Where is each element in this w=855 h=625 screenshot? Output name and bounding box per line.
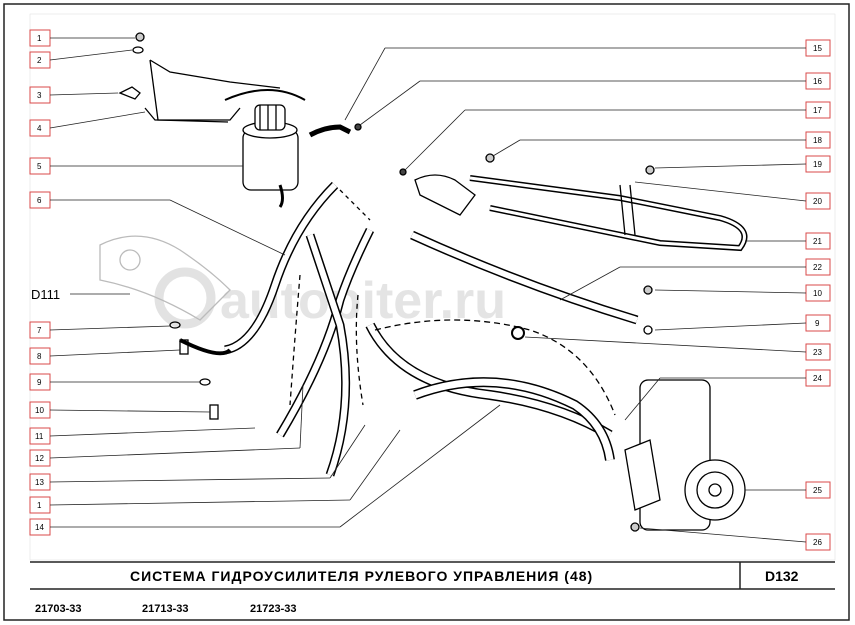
diagram-code: D132	[765, 568, 799, 584]
right-callouts: 15 16 17 18 19 20	[344, 39, 831, 551]
callout-right: 22	[559, 258, 831, 301]
arrow-dash-1	[289, 274, 301, 406]
callout-label: 2	[37, 56, 42, 65]
callout-left: 6	[29, 191, 286, 256]
callout-label: 1	[37, 501, 42, 510]
bracket-base	[144, 107, 241, 121]
callout-label: 24	[813, 374, 822, 383]
callout-label: 19	[813, 160, 822, 169]
callout-left: 9	[29, 373, 200, 391]
callout-right: 17	[404, 101, 831, 171]
callout-label: 8	[37, 352, 42, 361]
nut-part-26	[630, 522, 640, 532]
steering-gear-ghost	[99, 235, 231, 321]
callout-label: 17	[813, 106, 822, 115]
callout-right: 16	[359, 72, 831, 126]
nut-part-16	[354, 123, 362, 131]
reservoir-part-5	[242, 104, 299, 208]
callout-label: 15	[813, 44, 822, 53]
callout-left: 5	[29, 157, 243, 175]
nut-part-1	[135, 32, 145, 42]
diagram-title: СИСТЕМА ГИДРОУСИЛИТЕЛЯ РУЛЕВОГО УПРАВЛЕН…	[130, 568, 593, 584]
callout-left: 10	[29, 401, 211, 419]
callout-left: 8	[29, 347, 181, 365]
arrow-dash-4	[339, 189, 371, 221]
callout-left: 4	[29, 111, 146, 137]
callout-label: 10	[35, 406, 44, 415]
callout-left: 1	[29, 29, 135, 47]
callout-label: 11	[35, 432, 44, 441]
callout-right: 9	[654, 314, 831, 332]
arrow-dash-2	[355, 294, 364, 406]
fitting-part-11	[179, 338, 232, 356]
callout-label: 13	[35, 478, 44, 487]
callout-right: 24	[624, 369, 831, 421]
callout-label: 6	[37, 196, 42, 205]
left-callouts: 1 2 3 4 5 6 7	[29, 29, 501, 536]
callout-right: 20	[634, 181, 831, 210]
callout-label: 4	[37, 124, 42, 133]
callout-label: 23	[813, 348, 822, 357]
callout-label: 25	[813, 486, 822, 495]
callout-label: 16	[813, 77, 822, 86]
bolt-part-19	[645, 165, 655, 175]
callout-right: 21	[745, 232, 831, 250]
callout-label: 7	[37, 326, 42, 335]
model-code: 21713-33	[142, 603, 189, 615]
callout-label: 1	[37, 34, 42, 43]
bolt-part-10-right	[643, 285, 653, 295]
callout-left: 7	[29, 321, 171, 339]
callout-right: 26	[639, 527, 831, 551]
nut-part-17	[399, 168, 407, 176]
side-label: D111	[31, 287, 60, 302]
callout-label: 9	[815, 319, 820, 328]
callout-left: 3	[29, 86, 119, 104]
callout-label: 10	[813, 289, 822, 298]
callout-label: 18	[813, 136, 822, 145]
callout-label: 3	[37, 91, 42, 100]
callout-left: 1	[29, 429, 401, 514]
washer-part-9-right	[643, 325, 653, 335]
callout-left: 12	[29, 384, 304, 467]
callout-left: 13	[29, 424, 366, 491]
callout-label: 22	[813, 263, 822, 272]
callout-left: 2	[29, 49, 133, 69]
bracket-part-20	[619, 184, 636, 236]
callout-label: 20	[813, 197, 822, 206]
callout-right: 18	[492, 131, 831, 157]
model-code: 21703-33	[35, 603, 82, 615]
bolt-part-18	[485, 153, 495, 163]
callout-right: 19	[654, 155, 831, 173]
callout-right: 15	[344, 39, 831, 121]
washer-part-7	[169, 321, 181, 329]
callout-label: 5	[37, 162, 42, 171]
bracket-part-3	[118, 86, 141, 100]
callout-left: 11	[29, 427, 256, 445]
washer-part-2	[132, 46, 144, 54]
callout-label: 26	[813, 538, 822, 547]
callout-label: 21	[813, 237, 822, 246]
callout-label: 12	[35, 454, 44, 463]
pipe-bracket	[414, 174, 476, 216]
clamp-band	[224, 89, 306, 101]
callout-left: 14	[29, 404, 501, 536]
callout-right: 23	[524, 336, 831, 361]
callout-label: 14	[35, 523, 44, 532]
hose-part-15	[308, 124, 352, 138]
callout-label: 9	[37, 378, 42, 387]
title-block: СИСТЕМА ГИДРОУСИЛИТЕЛЯ РУЛЕВОГО УПРАВЛЕН…	[30, 561, 835, 615]
model-code: 21723-33	[250, 603, 297, 615]
callout-right: 25	[745, 481, 831, 499]
callout-right: 10	[654, 284, 831, 302]
drawing-area	[29, 13, 836, 561]
